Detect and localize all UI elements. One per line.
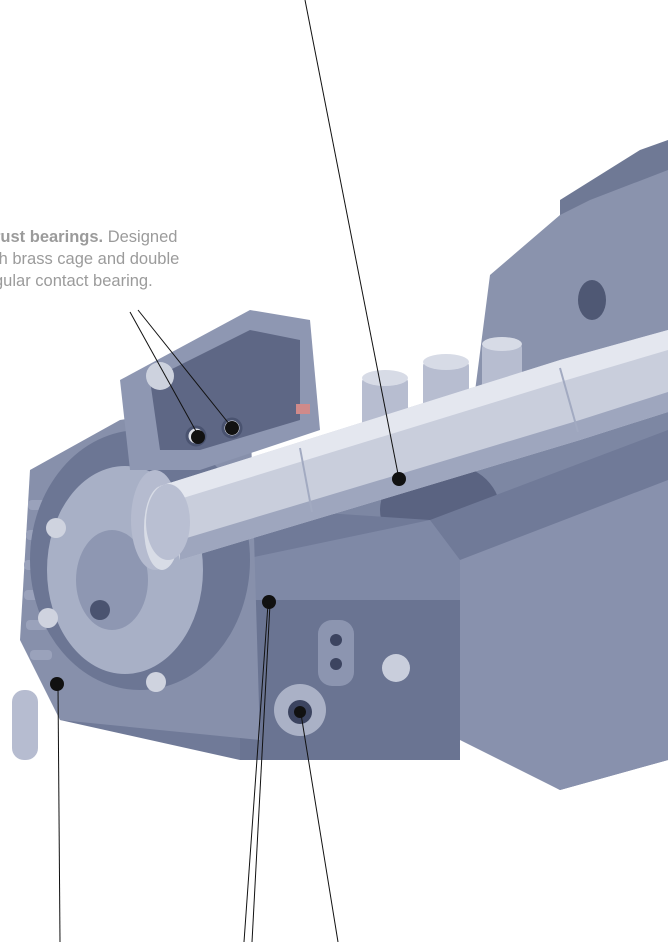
callout-line-1: rust bearings. Designed [0,226,284,248]
callout-dots [50,421,406,718]
main-shaft [146,330,668,560]
callout-line-2: th brass cage and double [0,250,180,268]
callout-title: rust bearings. [0,228,104,246]
leader-lines [57,0,400,942]
thrust-bearings-callout: rust bearings. Designed th brass cage an… [0,226,284,292]
callout-line-1-rest: Designed [103,228,178,246]
callout-line-3: gular contact bearing. [0,272,153,290]
